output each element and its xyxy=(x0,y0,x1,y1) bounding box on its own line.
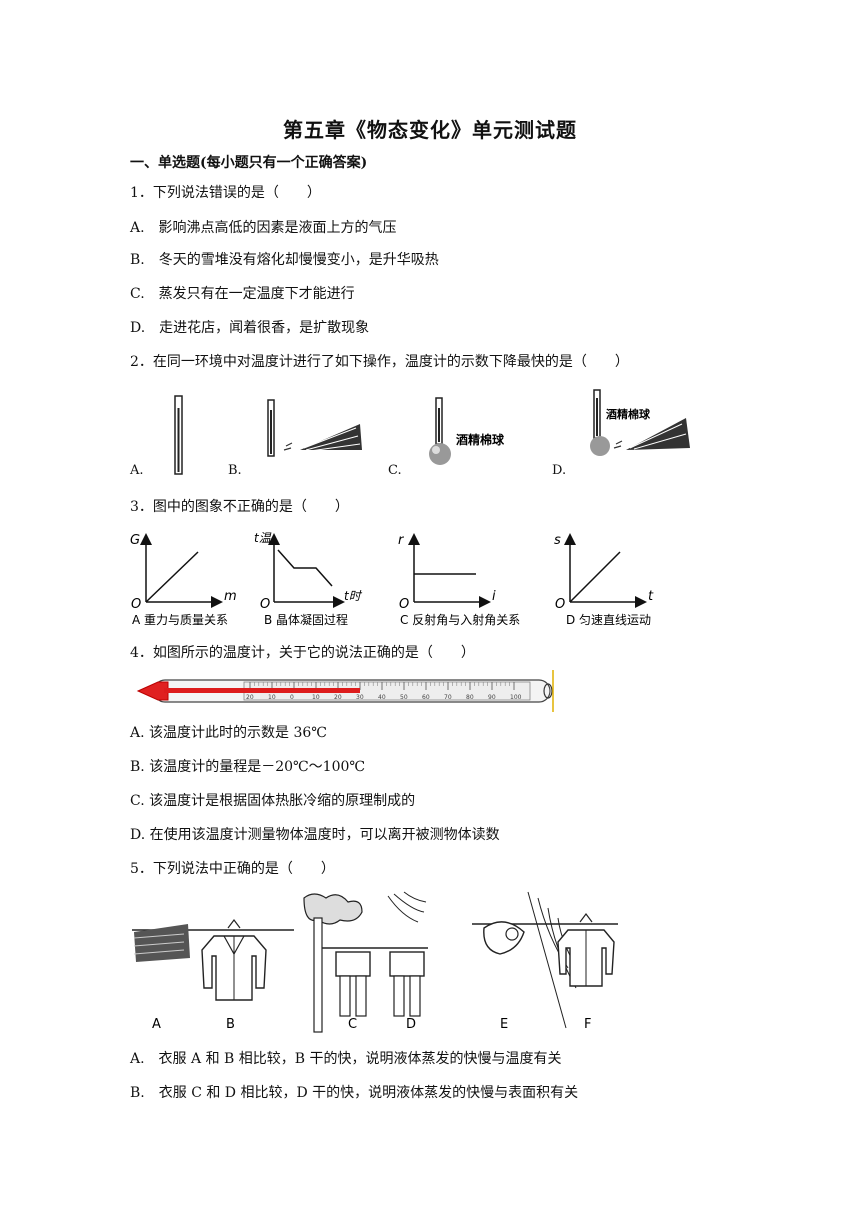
panel-cd xyxy=(303,891,428,1033)
section-heading: 一、单选题(每小题只有一个正确答案) xyxy=(130,155,368,171)
fig-label-c: C xyxy=(348,1017,357,1032)
q2-label-a: A. xyxy=(130,463,144,478)
q4-option-d: D. 在使用该温度计测量物体温度时，可以离开被测物体读数 xyxy=(130,827,500,843)
graph-b-xlabel: t时 xyxy=(344,589,363,603)
q5-option-b: B. 衣服 C 和 D 相比较，D 干的快，说明液体蒸发的快慢与表面积有关 xyxy=(130,1085,579,1101)
q1-option-d: D. 走进花店，闻着很香，是扩散现象 xyxy=(130,320,370,336)
clothes-e xyxy=(483,921,525,955)
q1-option-c: C. 蒸发只有在一定温度下才能进行 xyxy=(130,286,355,302)
thermometer-d: 酒精棉球 xyxy=(590,389,690,456)
cotton-ball-icon xyxy=(590,436,610,456)
q2-cotton-label-d: 酒精棉球 xyxy=(606,407,651,421)
graph-b: t温 t时 O B 晶体凝固过程 xyxy=(254,531,363,627)
scale-label: 10 xyxy=(312,694,320,701)
clothes-b xyxy=(201,919,267,1001)
graph-d: s t O D 匀速直线运动 xyxy=(554,533,654,627)
graph-c-caption: C 反射角与入射角关系 xyxy=(400,612,520,627)
q2-label-d: D. xyxy=(552,463,567,478)
q3-stem: 3．图中的图象不正确的是（ ） xyxy=(130,499,349,515)
graph-a-ylabel: G xyxy=(130,533,140,548)
clothes-c xyxy=(335,951,371,1017)
thermometer-c: 酒精棉球 xyxy=(429,397,518,465)
panel-ef xyxy=(472,891,618,1029)
clothes-d xyxy=(389,951,425,1017)
q4-option-c: C. 该温度计是根据固体热胀冷缩的原理制成的 xyxy=(130,793,416,809)
graph-c: r i O C 反射角与入射角关系 xyxy=(398,533,520,627)
liquid-column xyxy=(164,688,360,693)
thermometer-b xyxy=(267,399,362,457)
graph-d-xlabel: t xyxy=(648,589,654,604)
q2-thermometer-figures: 酒精棉球 酒精棉球 xyxy=(174,389,690,475)
wind-lines xyxy=(527,891,585,1029)
fan-icon xyxy=(613,418,690,450)
q1-stem: 1．下列说法错误的是（ ） xyxy=(130,185,321,201)
scale-label: 80 xyxy=(466,694,474,701)
scale-label: 20 xyxy=(334,694,342,701)
q1-option-b: B. 冬天的雪堆没有熔化却慢慢变小，是升华吸热 xyxy=(130,252,439,268)
fan-icon xyxy=(283,424,362,452)
q1-option-a: A. 影响沸点高低的因素是液面上方的气压 xyxy=(130,220,397,236)
q4-option-b: B. 该温度计的量程是－20℃～100℃ xyxy=(130,759,366,775)
thermometer-a xyxy=(174,395,183,475)
q2-label-c: C. xyxy=(388,463,402,478)
graph-c-origin: O xyxy=(399,597,409,612)
scale-label: 50 xyxy=(400,694,408,701)
fig-label-d: D xyxy=(406,1017,416,1032)
graph-d-ylabel: s xyxy=(554,533,561,548)
fig-label-b: B xyxy=(226,1017,235,1032)
q2-label-b: B. xyxy=(228,463,242,478)
graph-a-xlabel: m xyxy=(224,589,237,604)
scale-label: 90 xyxy=(488,694,496,701)
graph-b-ylabel: t温 xyxy=(254,531,272,545)
q2-cotton-label-c: 酒精棉球 xyxy=(456,432,505,447)
scale-label: 0 xyxy=(290,694,294,701)
fig-label-a: A xyxy=(152,1017,161,1032)
scale-label: 70 xyxy=(444,694,452,701)
graph-d-caption: D 匀速直线运动 xyxy=(566,613,651,627)
q5-stem: 5．下列说法中正确的是（ ） xyxy=(130,861,335,877)
scale-label: 10 xyxy=(268,694,276,701)
q3-graphs: G m O A 重力与质量关系 t温 t时 O B 晶体凝固过程 r i O C… xyxy=(130,531,654,627)
fig-label-f: F xyxy=(584,1017,591,1032)
q4-stem: 4．如图所示的温度计，关于它的说法正确的是（ ） xyxy=(130,645,475,661)
panel-ab xyxy=(132,919,294,1001)
graph-c-xlabel: i xyxy=(492,589,496,604)
fig-label-e: E xyxy=(500,1017,508,1032)
scale-label: 60 xyxy=(422,694,430,701)
graph-d-origin: O xyxy=(555,597,565,612)
clothes-f xyxy=(557,913,615,987)
graph-b-origin: O xyxy=(260,597,270,612)
q5-option-a: A. 衣服 A 和 B 相比较，B 干的快，说明液体蒸发的快慢与温度有关 xyxy=(130,1051,562,1067)
scale-label: 40 xyxy=(378,694,386,701)
page-title: 第五章《物态变化》单元测试题 xyxy=(283,118,577,142)
scale-label: 20 xyxy=(246,694,254,701)
q5-clothes-figure: A B C D E F xyxy=(132,891,618,1033)
tree-icon xyxy=(303,893,363,925)
graph-a-caption: A 重力与质量关系 xyxy=(132,613,228,627)
graph-a: G m O A 重力与质量关系 xyxy=(130,533,237,627)
graph-a-origin: O xyxy=(131,597,141,612)
thermometer-bulb xyxy=(136,681,169,701)
q2-stem: 2．在同一环境中对温度计进行了如下操作，温度计的示数下降最快的是（ ） xyxy=(130,354,629,370)
q4-option-a: A. 该温度计此时的示数是 36℃ xyxy=(130,725,327,741)
scale-label: 30 xyxy=(356,694,364,701)
graph-b-caption: B 晶体凝固过程 xyxy=(264,612,348,627)
scale-label: 100 xyxy=(510,694,522,701)
graph-c-ylabel: r xyxy=(398,533,405,548)
cotton-ball-icon xyxy=(429,443,451,465)
